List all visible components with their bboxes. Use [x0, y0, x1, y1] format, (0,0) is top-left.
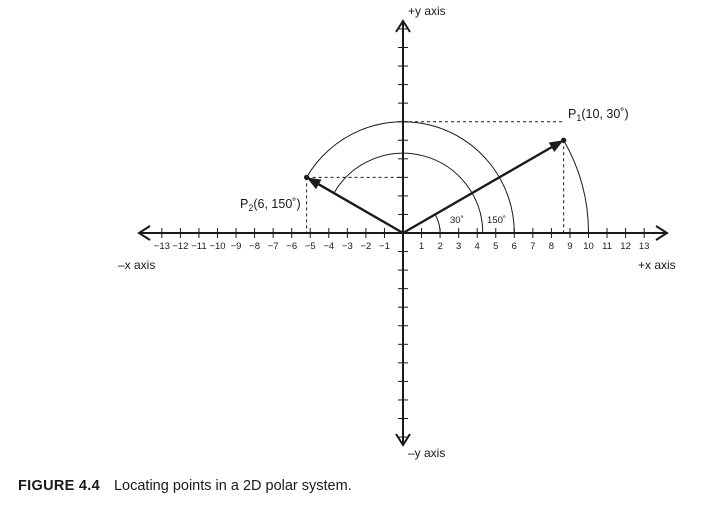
y-axis-top-arrowhead	[395, 19, 411, 33]
x-tick-label: 10	[583, 241, 594, 252]
vector-p2	[316, 182, 404, 235]
point-p2-coords: (6, 150˚)	[253, 197, 300, 211]
x-tick-label: −4	[323, 241, 334, 252]
x-tick-label: 3	[456, 241, 461, 252]
arcs-group	[306, 121, 589, 234]
vector-p2-arrowhead	[306, 177, 322, 190]
point-p1-name: P	[568, 107, 576, 121]
point-p1-label: P1(10, 30˚)	[568, 107, 629, 123]
y-axis-bottom-arrowhead	[395, 433, 411, 447]
point-p2-label: P2(6, 150˚)	[240, 197, 301, 213]
figure-caption-text: Locating points in a 2D polar system.	[113, 478, 352, 494]
x-tick-label: −11	[191, 241, 206, 252]
x-tick-label: 13	[639, 241, 650, 252]
x-tick-label: 8	[549, 241, 554, 252]
angle-arc-150	[333, 152, 484, 234]
x-tick-label: −1	[379, 241, 390, 252]
pos-y-axis-label: +y axis	[408, 4, 446, 18]
x-axis-left-arrowhead	[137, 225, 151, 241]
x-tick-label: −8	[249, 241, 260, 252]
x-tick-label: −6	[286, 241, 297, 252]
x-tick-label: 9	[567, 241, 572, 252]
angle-arc-30	[434, 214, 441, 234]
x-tick-label: 5	[493, 241, 498, 252]
x-tick-label: 1	[419, 241, 424, 252]
point-p2-subscript: 2	[248, 203, 253, 213]
x-tick-label: 6	[512, 241, 517, 252]
x-tick-label: −12	[172, 241, 188, 252]
x-tick-label: 11	[602, 241, 612, 252]
x-tick-label: −2	[360, 241, 371, 252]
x-tick-label: −5	[305, 241, 316, 252]
neg-y-axis-label: –y axis	[408, 446, 445, 460]
x-tick-label: −9	[231, 241, 242, 252]
x-tick-label: −7	[268, 241, 279, 252]
x-tick-label: −3	[342, 241, 353, 252]
dashed-guides-group	[306, 121, 565, 233]
vector-p1	[402, 145, 554, 235]
figure-caption: FIGURE 4.4 Locating points in a 2D polar …	[18, 478, 352, 494]
x-tick-label: 4	[475, 241, 480, 252]
point-p2-name: P	[240, 197, 248, 211]
neg-x-axis-label: –x axis	[118, 258, 155, 272]
x-tick-label: 12	[620, 241, 631, 252]
point-p1-dot	[561, 137, 567, 143]
x-tick-label: 7	[530, 241, 535, 252]
x-axis-right-arrowhead	[655, 225, 669, 241]
vector-p1-arrowhead	[548, 140, 564, 153]
point-p2-dot	[304, 174, 310, 180]
arc-radius-p2	[306, 121, 515, 234]
x-tick-label: 2	[437, 241, 442, 252]
x-tick-label: −10	[209, 241, 225, 252]
point-p1-subscript: 1	[576, 113, 581, 123]
x-tick-label: −13	[154, 241, 170, 252]
point-p1-coords: (10, 30˚)	[581, 107, 628, 121]
arc-radius-p1	[563, 140, 589, 234]
angle-label-30: 30˚	[450, 215, 464, 226]
pos-x-axis-label: +x axis	[638, 258, 676, 272]
vectors-group	[304, 137, 567, 235]
figure-number: FIGURE 4.4	[18, 478, 100, 494]
angle-label-150: 150˚	[487, 215, 506, 226]
